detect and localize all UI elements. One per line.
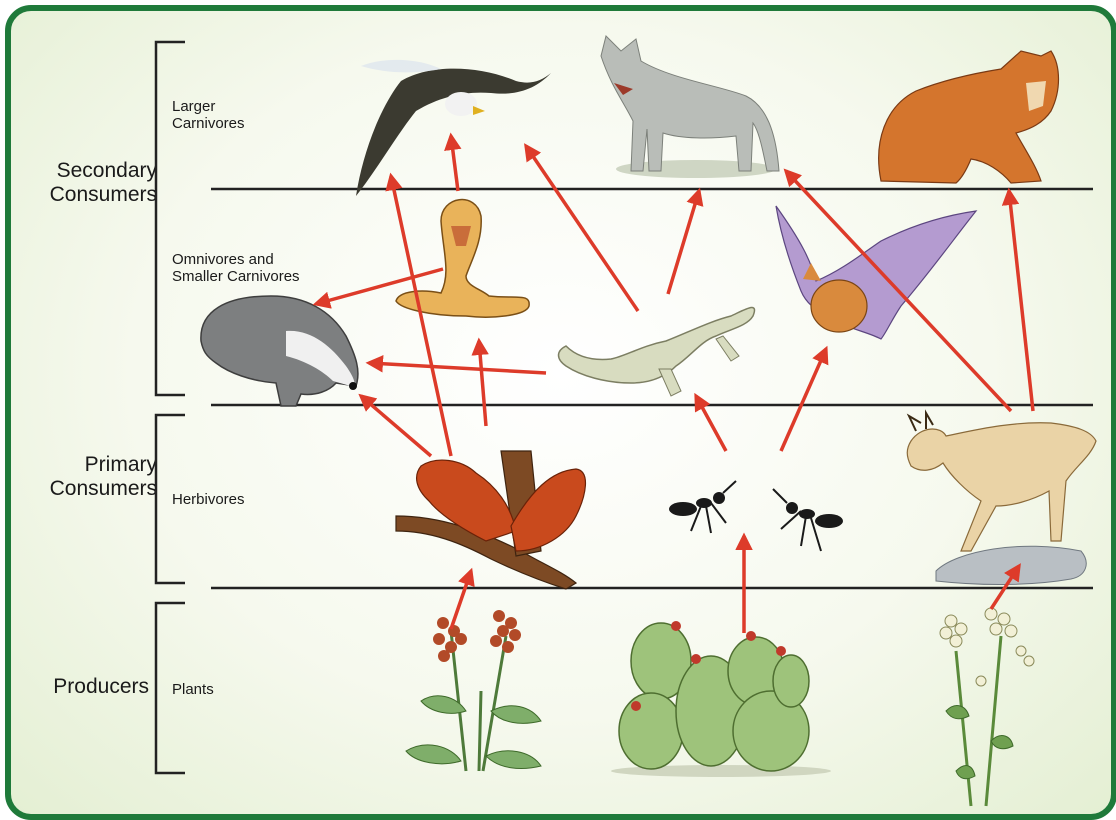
- food-web-diagram: [11, 11, 1111, 814]
- bracket-secondary: [156, 42, 185, 395]
- bat-icon: [776, 206, 976, 339]
- mountain-lion-icon: [879, 51, 1059, 183]
- badger-icon: [201, 296, 358, 406]
- berry-plant-icon: [406, 610, 541, 771]
- eagle-icon: [356, 60, 551, 196]
- arrow-cobra-to-eagle: [451, 136, 458, 191]
- flowering-plant-icon: [940, 608, 1034, 806]
- bracket-primary: [156, 415, 185, 583]
- coyote-icon: [601, 36, 779, 178]
- ant-left: [669, 481, 736, 533]
- diagram-frame: Secondary Consumers Primary Consumers Pr…: [5, 5, 1116, 820]
- ant-right: [773, 489, 843, 551]
- arrow-lizard-to-coyote: [668, 191, 699, 294]
- arrow-ants-to-bat: [781, 349, 826, 451]
- arrow-lizard-to-badger: [369, 363, 546, 373]
- squirrel-icon: [396, 451, 585, 589]
- lizard-icon: [559, 307, 755, 396]
- arrow-pronghorn-to-lion: [1009, 191, 1033, 411]
- bracket-producers: [156, 603, 185, 773]
- pronghorn-icon: [907, 413, 1096, 585]
- arrow-squirrel-to-cobra: [479, 341, 486, 426]
- ants-icon: [669, 481, 843, 551]
- prickly-pear-cactus-icon: [611, 621, 831, 777]
- arrow-berry-to-squirrel: [451, 571, 471, 629]
